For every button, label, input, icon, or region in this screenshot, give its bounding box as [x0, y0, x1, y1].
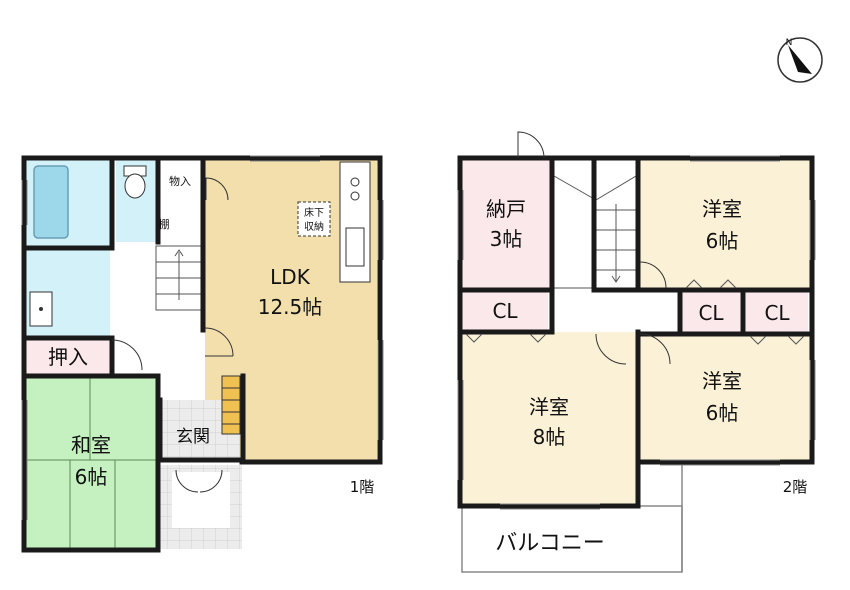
balcony	[461, 505, 683, 573]
ldk-size: 12.5帖	[258, 295, 323, 319]
yukashita-label-1: 床下	[304, 206, 324, 219]
cl-label-2: CL	[698, 301, 724, 325]
youshitsu-ne-room	[640, 160, 810, 288]
nando-room	[462, 160, 550, 288]
youshitsu-ne-name: 洋室	[702, 197, 742, 221]
nando-name: 納戸	[486, 197, 526, 221]
washitsu-name: 和室	[71, 433, 111, 457]
windows-floor1	[21, 155, 384, 520]
youshitsu-se-size: 6帖	[706, 401, 739, 425]
youshitsu-ne-size: 6帖	[706, 229, 739, 253]
door-swings-floor1	[111, 177, 234, 493]
walls-floor1	[21, 155, 383, 553]
shoe-cabinet-icon	[221, 375, 241, 435]
porch-inner	[172, 472, 230, 528]
cl-label-3: CL	[764, 301, 790, 325]
cl-label-1: CL	[492, 299, 518, 323]
floor1-label: 1階	[350, 478, 375, 496]
monoire-label: 物入	[169, 174, 191, 188]
washitsu-size: 6帖	[75, 465, 108, 489]
balcony-label: バルコニー	[495, 531, 605, 556]
compass-north-label: N	[786, 38, 793, 48]
bathtub-icon	[33, 165, 69, 239]
floor-1: LDK 12.5帖 和室 6帖 押入 玄関 物入 棚 床下 収納 1階	[21, 155, 384, 553]
compass-icon: N	[777, 37, 823, 83]
walls-floor2	[457, 155, 815, 509]
kitchen-counter-icon	[339, 161, 371, 283]
youshitsu-se-name: 洋室	[702, 369, 742, 393]
tana-label: 棚	[159, 217, 170, 231]
cl-3	[746, 292, 808, 332]
yukashita-box	[297, 201, 331, 237]
stairs-floor1	[155, 245, 203, 311]
nando-size: 3帖	[490, 227, 523, 251]
windows-floor2	[457, 155, 816, 510]
cl-2	[682, 292, 740, 332]
door-swings-floor2	[517, 131, 671, 365]
floor2-label: 2階	[783, 478, 808, 496]
closet-door-marks	[465, 279, 805, 345]
sink-icon	[29, 291, 53, 327]
genkan-label: 玄関	[176, 427, 210, 447]
oshiire-label: 押入	[48, 345, 88, 369]
floor-2: 納戸 3帖 洋室 6帖 洋室 8帖 洋室 6帖 CL CL CL バルコニー 2…	[457, 131, 816, 573]
ldk-name: LDK	[270, 265, 311, 289]
cl-1	[462, 290, 548, 330]
youshitsu-center-size: 8帖	[533, 425, 566, 449]
youshitsu-center-room	[462, 332, 636, 506]
tatami-lines	[26, 376, 156, 548]
washitsu-room	[26, 376, 156, 548]
oshiire-closet	[26, 336, 112, 376]
yukashita-label-2: 収納	[304, 220, 324, 233]
youshitsu-center-name: 洋室	[529, 395, 569, 419]
toilet-icon	[123, 165, 147, 199]
youshitsu-se-room	[640, 336, 810, 462]
